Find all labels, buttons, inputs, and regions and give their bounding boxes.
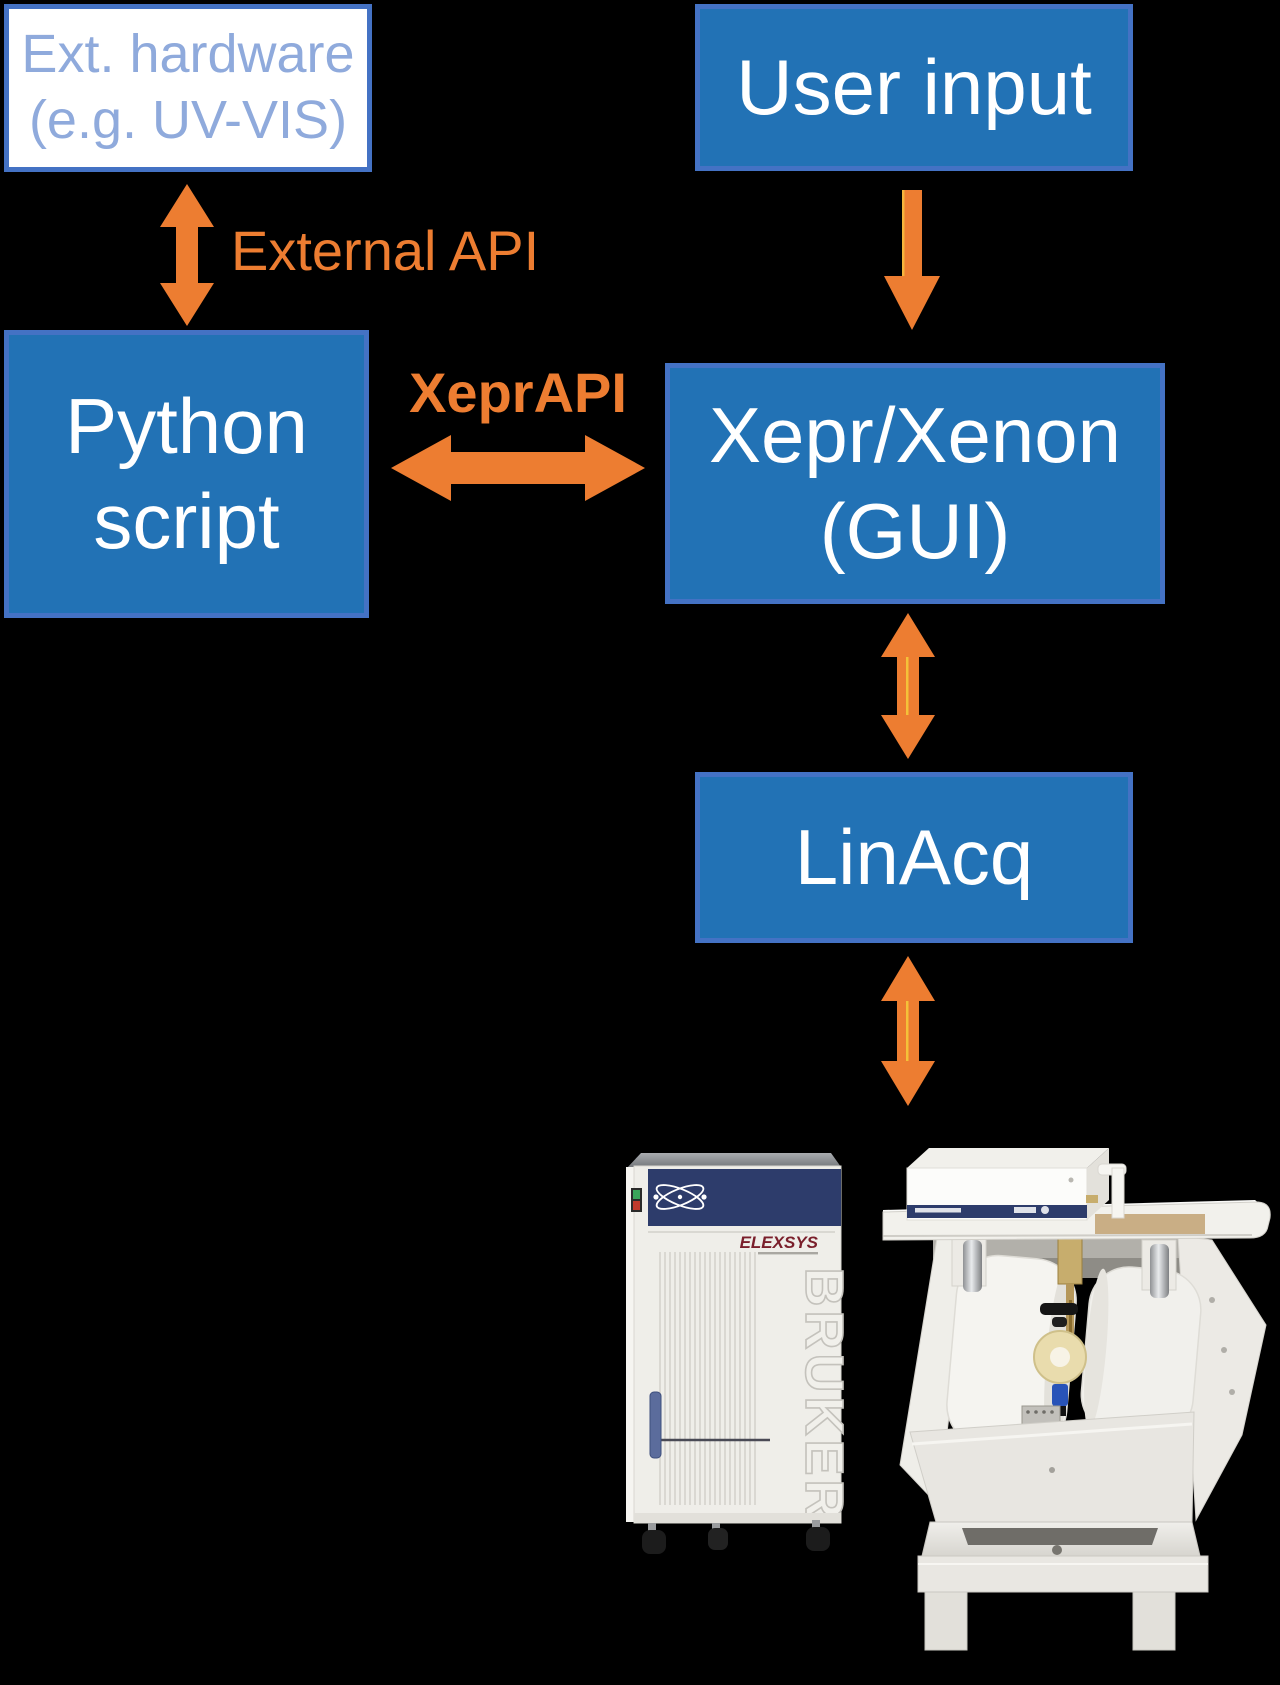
node-user-input-label: User input (736, 42, 1092, 131)
node-linacq-label: LinAcq (794, 812, 1034, 901)
arrow-xepr-linacq-icon (881, 613, 935, 759)
microwave-bridge (906, 1148, 1127, 1221)
console-brand-label: BRUKER (794, 1267, 854, 1522)
epr-magnet-assembly (882, 1148, 1271, 1651)
node-ext-hardware-line2: (e.g. UV-VIS) (28, 90, 348, 150)
node-python-script-line1: Python (65, 381, 308, 470)
arrow-ext-hardware-python-icon (160, 184, 214, 326)
arrow-python-xepr-icon (391, 435, 645, 501)
node-python-script-line2: script (93, 477, 280, 565)
node-ext-hardware-line1: Ext. hardware (21, 24, 355, 85)
arrow-user-input-xepr-icon (884, 190, 940, 330)
elexsys-console: ELEXSYS BRUKER (626, 1153, 855, 1554)
node-user-input: User input (695, 4, 1133, 171)
console-casters (642, 1520, 830, 1554)
node-python-script: Python script (4, 330, 369, 618)
xepr-api-label: XeprAPI (409, 361, 627, 424)
arrow-linacq-hardware-icon (881, 956, 935, 1106)
node-xepr-xenon-line2: (GUI) (819, 486, 1011, 575)
external-api-label: External API (231, 219, 540, 282)
node-linacq: LinAcq (695, 772, 1133, 943)
node-ext-hardware: Ext. hardware (e.g. UV-VIS) (4, 4, 372, 172)
node-xepr-xenon: Xepr/Xenon (GUI) (665, 363, 1165, 604)
console-model-label: ELEXSYS (740, 1233, 819, 1252)
bruker-atom-logo-icon (653, 1184, 707, 1210)
node-xepr-xenon-line1: Xepr/Xenon (709, 391, 1121, 480)
spectrometer-hardware-image: ELEXSYS BRUKER (626, 1148, 1271, 1651)
